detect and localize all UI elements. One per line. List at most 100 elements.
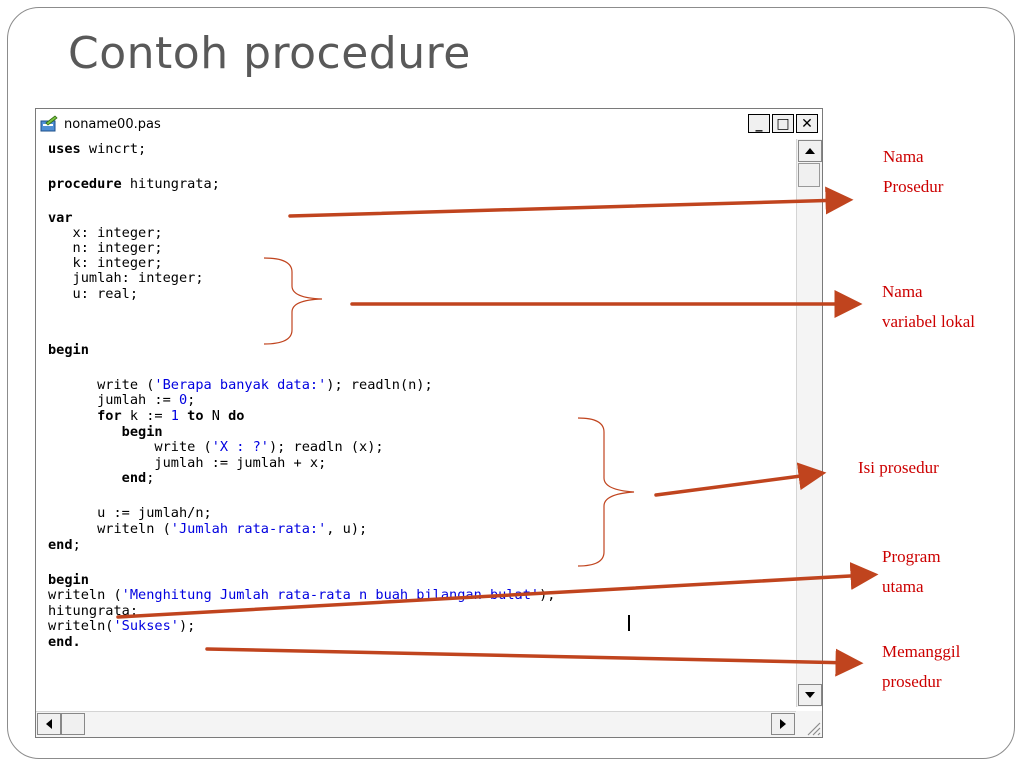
- title-bar[interactable]: noname00.pas _ □ ✕: [36, 109, 822, 139]
- code-text: hitungrata;: [121, 176, 220, 192]
- code-text: );: [178, 618, 196, 634]
- code-number: 1: [170, 408, 179, 424]
- code-line[interactable]: k: integer;: [48, 256, 163, 271]
- code-line[interactable]: x: integer;: [48, 226, 163, 241]
- window-title: noname00.pas: [64, 116, 161, 132]
- code-keyword: do: [228, 408, 245, 424]
- annotation-isi-prosedur: Isi prosedur: [858, 458, 939, 477]
- maximize-icon: □: [776, 115, 790, 132]
- code-keyword: begin: [121, 424, 163, 440]
- code-line[interactable]: u: real;: [48, 287, 138, 302]
- code-editor[interactable]: program rata_bil_bulat;uses wincrt;proce…: [36, 139, 796, 707]
- scroll-right-button[interactable]: [771, 713, 795, 735]
- text-cursor: [628, 615, 630, 631]
- code-keyword: end: [121, 470, 147, 486]
- code-text: ;: [72, 537, 81, 553]
- scroll-left-button[interactable]: [37, 713, 61, 735]
- code-text: ); readln (x);: [268, 439, 384, 455]
- code-line[interactable]: write ('Berapa banyak data:'); readln(n)…: [48, 378, 433, 393]
- code-text: , u);: [326, 521, 368, 537]
- minimize-button[interactable]: _: [748, 114, 770, 133]
- code-text: writeln(: [48, 618, 114, 634]
- code-line[interactable]: end;: [48, 538, 81, 553]
- code-line[interactable]: write ('X : ?'); readln (x);: [48, 439, 384, 455]
- horizontal-scrollbar[interactable]: [36, 711, 796, 737]
- arrow-down-icon: [805, 692, 815, 698]
- scroll-up-button[interactable]: [798, 140, 822, 162]
- code-text: hitungrata;: [48, 603, 139, 619]
- arrow-left-icon: [46, 719, 52, 729]
- code-string: 'Jumlah rata-rata:': [170, 521, 327, 537]
- code-keyword: for: [97, 408, 122, 424]
- scroll-thumb-horizontal[interactable]: [61, 713, 85, 735]
- resize-grip[interactable]: [796, 711, 822, 737]
- code-keyword: uses: [48, 141, 81, 157]
- code-line[interactable]: writeln('Sukses');: [48, 619, 195, 634]
- code-text: [48, 470, 122, 486]
- code-text: write (: [48, 377, 155, 393]
- code-text: wincrt;: [80, 141, 147, 157]
- code-text: k: integer;: [48, 255, 163, 271]
- code-text: write (: [48, 439, 212, 455]
- slide-title: Contoh procedure: [68, 28, 471, 79]
- code-line[interactable]: begin: [48, 343, 89, 358]
- code-text: [48, 408, 97, 424]
- scroll-thumb[interactable]: [798, 163, 820, 187]
- resize-grip-icon: [807, 722, 821, 736]
- code-line[interactable]: u := jumlah/n;: [48, 506, 212, 521]
- scroll-down-button[interactable]: [798, 684, 822, 706]
- code-text: ); readln(n);: [326, 377, 433, 393]
- code-text: u: real;: [48, 286, 139, 302]
- annotation-memanggil: Memanggil prosedur: [882, 642, 961, 691]
- code-text: );: [539, 587, 556, 603]
- code-text: u := jumlah/n;: [48, 505, 212, 521]
- code-text: [48, 424, 122, 440]
- annotation-nama-variabel: Nama variabel lokal: [882, 282, 975, 331]
- code-keyword: end: [48, 537, 73, 553]
- code-keyword: begin: [48, 572, 89, 588]
- code-line[interactable]: n: integer;: [48, 241, 163, 256]
- code-line[interactable]: jumlah := jumlah + x;: [48, 456, 326, 471]
- code-string: 'Berapa banyak data:': [154, 377, 327, 393]
- code-text: n: integer;: [48, 240, 163, 256]
- code-text: jumlah: integer;: [48, 270, 204, 286]
- code-line[interactable]: begin: [48, 425, 163, 440]
- code-text: writeln (: [48, 521, 171, 537]
- minimize-icon: _: [755, 115, 763, 132]
- code-line[interactable]: jumlah: integer;: [48, 271, 204, 286]
- code-text: ;: [146, 470, 155, 486]
- code-line[interactable]: writeln ('Menghitung Jumlah rata-rata n …: [48, 588, 555, 603]
- code-text: jumlah :=: [48, 392, 179, 408]
- code-line[interactable]: uses wincrt;: [48, 142, 146, 157]
- code-line[interactable]: begin: [48, 573, 89, 588]
- code-line[interactable]: hitungrata;: [48, 604, 138, 619]
- code-line[interactable]: var: [48, 211, 73, 226]
- code-keyword: var: [48, 210, 73, 226]
- code-line[interactable]: jumlah := 0;: [48, 393, 195, 408]
- maximize-button[interactable]: □: [772, 114, 794, 133]
- editor-window: noname00.pas _ □ ✕ program rata_bil_bula…: [35, 108, 823, 738]
- code-line[interactable]: writeln ('Jumlah rata-rata:', u);: [48, 522, 367, 537]
- code-text: x: integer;: [48, 225, 163, 241]
- code-line[interactable]: end;: [48, 470, 155, 486]
- annotation-program-utama: Program utama: [882, 547, 941, 596]
- arrow-up-icon: [805, 148, 815, 154]
- code-keyword: begin: [48, 342, 89, 358]
- code-line[interactable]: end.: [48, 635, 81, 650]
- code-text: k :=: [121, 408, 171, 424]
- pascal-editor-icon: [40, 115, 58, 132]
- code-number: 0: [178, 392, 188, 408]
- code-string: 'X : ?': [211, 439, 269, 455]
- code-line[interactable]: procedure hitungrata;: [48, 177, 220, 192]
- arrow-right-icon: [780, 719, 786, 729]
- vertical-scrollbar[interactable]: [796, 139, 822, 707]
- code-line[interactable]: for k := 1 to N do: [48, 409, 244, 424]
- code-text: writeln (: [48, 587, 122, 603]
- code-text: N: [203, 408, 229, 424]
- code-text: ;: [187, 392, 196, 408]
- close-button[interactable]: ✕: [796, 114, 818, 133]
- annotation-nama-prosedur: Nama Prosedur: [883, 147, 944, 196]
- code-string: 'Menghitung Jumlah rata-rata n buah bila…: [121, 587, 540, 603]
- code-string: 'Sukses': [113, 618, 179, 634]
- code-text: [179, 408, 187, 424]
